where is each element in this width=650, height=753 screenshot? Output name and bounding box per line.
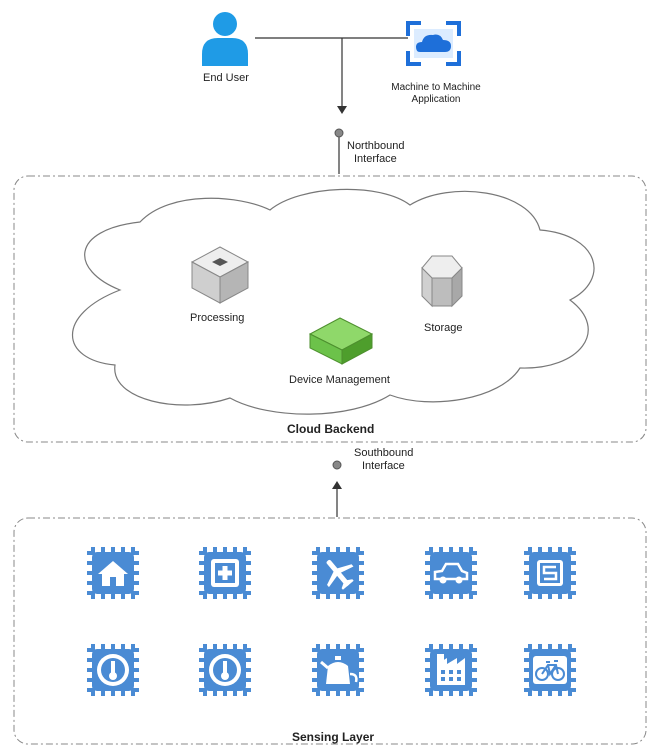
southbound-label-line1: Southbound	[354, 447, 414, 459]
northbound-label-line2: Interface	[354, 153, 397, 165]
southbound-label-line2: Interface	[362, 460, 405, 472]
top-connectors	[255, 37, 408, 108]
southbound-interface-label: Southbound Interface	[354, 447, 413, 473]
m2m-app-label-line1: Machine to Machine	[391, 82, 481, 93]
azure-app-icon	[406, 21, 461, 66]
thermometer-sensor-chip-2	[199, 644, 251, 696]
car-sensor-chip	[425, 547, 477, 599]
user-icon	[202, 12, 248, 66]
thermometer-sensor-chip	[87, 644, 139, 696]
medical-sensor-chip	[199, 547, 251, 599]
end-user-label: End User	[203, 72, 249, 84]
airplane-sensor-chip	[312, 547, 364, 599]
m2m-app-label-line2: Application	[411, 94, 461, 105]
device-management-icon	[308, 317, 374, 365]
northbound-interface-label: Northbound Interface	[347, 140, 405, 166]
up-arrow-head	[332, 481, 342, 489]
kettle-sensor-chip	[312, 644, 364, 696]
down-arrow-head	[337, 106, 347, 114]
server-sensor-chip	[524, 547, 576, 599]
device-management-label: Device Management	[289, 374, 390, 386]
southbound-port	[332, 460, 342, 470]
m2m-app-label: Machine to Machine Application	[378, 82, 494, 106]
northbound-label-line1: Northbound	[347, 140, 405, 152]
factory-sensor-chip	[425, 644, 477, 696]
sensing-layer-title: Sensing Layer	[292, 730, 375, 744]
cloud-backend-frame	[13, 175, 647, 443]
storage-icon	[421, 255, 463, 308]
sensing-layer-frame	[13, 517, 647, 745]
processing-box-icon	[190, 246, 250, 304]
storage-label: Storage	[424, 322, 463, 334]
cloud-shape	[71, 188, 595, 415]
northbound-port	[334, 128, 344, 138]
home-sensor-chip	[87, 547, 139, 599]
processing-label: Processing	[190, 312, 245, 324]
bicycle-sensor-chip	[524, 644, 576, 696]
cloud-backend-title: Cloud Backend	[287, 422, 375, 436]
